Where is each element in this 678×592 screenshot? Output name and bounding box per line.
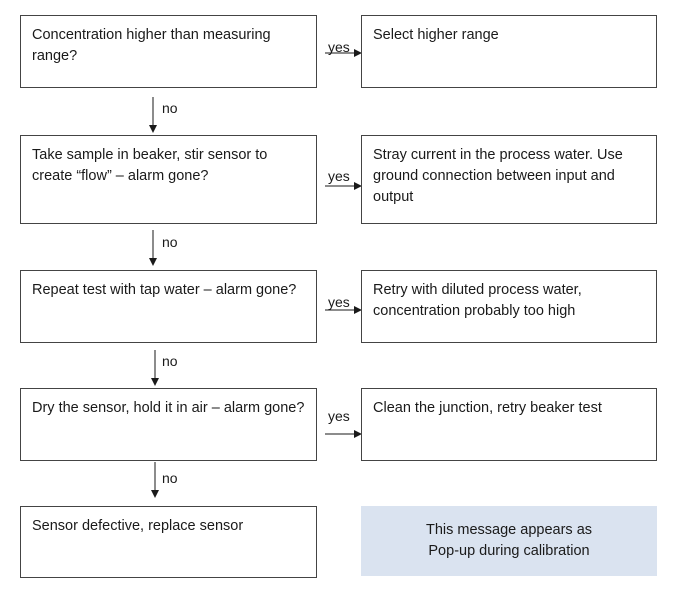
yes-label-2: yes [328, 168, 350, 184]
yes-label-3: yes [328, 294, 350, 310]
question-text-1: Concentration higher than measuring rang… [32, 27, 271, 64]
action-box-4: Clean the junction, retry beaker test [361, 388, 657, 461]
question-box-4: Dry the sensor, hold it in air – alarm g… [20, 388, 317, 461]
action-text-4: Clean the junction, retry beaker test [373, 400, 602, 416]
no-label-4: no [162, 470, 178, 486]
action-box-3: Retry with diluted process water, concen… [361, 270, 657, 343]
popup-note-line-2: Pop-up during calibration [428, 543, 590, 559]
final-box: Sensor defective, replace sensor [20, 506, 317, 578]
action-text-3: Retry with diluted process water, concen… [373, 282, 582, 319]
yes-label-4: yes [328, 408, 350, 424]
question-text-3: Repeat test with tap water – alarm gone? [32, 282, 297, 298]
popup-note-line-1: This message appears as [425, 522, 593, 538]
yes-label-1: yes [328, 39, 350, 55]
question-text-2: Take sample in beaker, stir sensor to cr… [32, 147, 268, 184]
question-box-2: Take sample in beaker, stir sensor to cr… [20, 135, 317, 224]
no-label-1: no [162, 100, 178, 116]
question-box-1: Concentration higher than measuring rang… [20, 15, 317, 88]
no-label-3: no [162, 353, 178, 369]
question-text-4: Dry the sensor, hold it in air – alarm g… [32, 400, 305, 416]
no-label-2: no [162, 234, 178, 250]
action-box-1: Select higher range [361, 15, 657, 88]
action-box-2: Stray current in the process water. Use … [361, 135, 657, 224]
final-text: Sensor defective, replace sensor [32, 518, 244, 534]
question-box-3: Repeat test with tap water – alarm gone? [20, 270, 317, 343]
action-text-2: Stray current in the process water. Use … [373, 147, 623, 205]
action-text-1: Select higher range [373, 27, 499, 43]
popup-note: This message appears as Pop-up during ca… [361, 506, 657, 576]
